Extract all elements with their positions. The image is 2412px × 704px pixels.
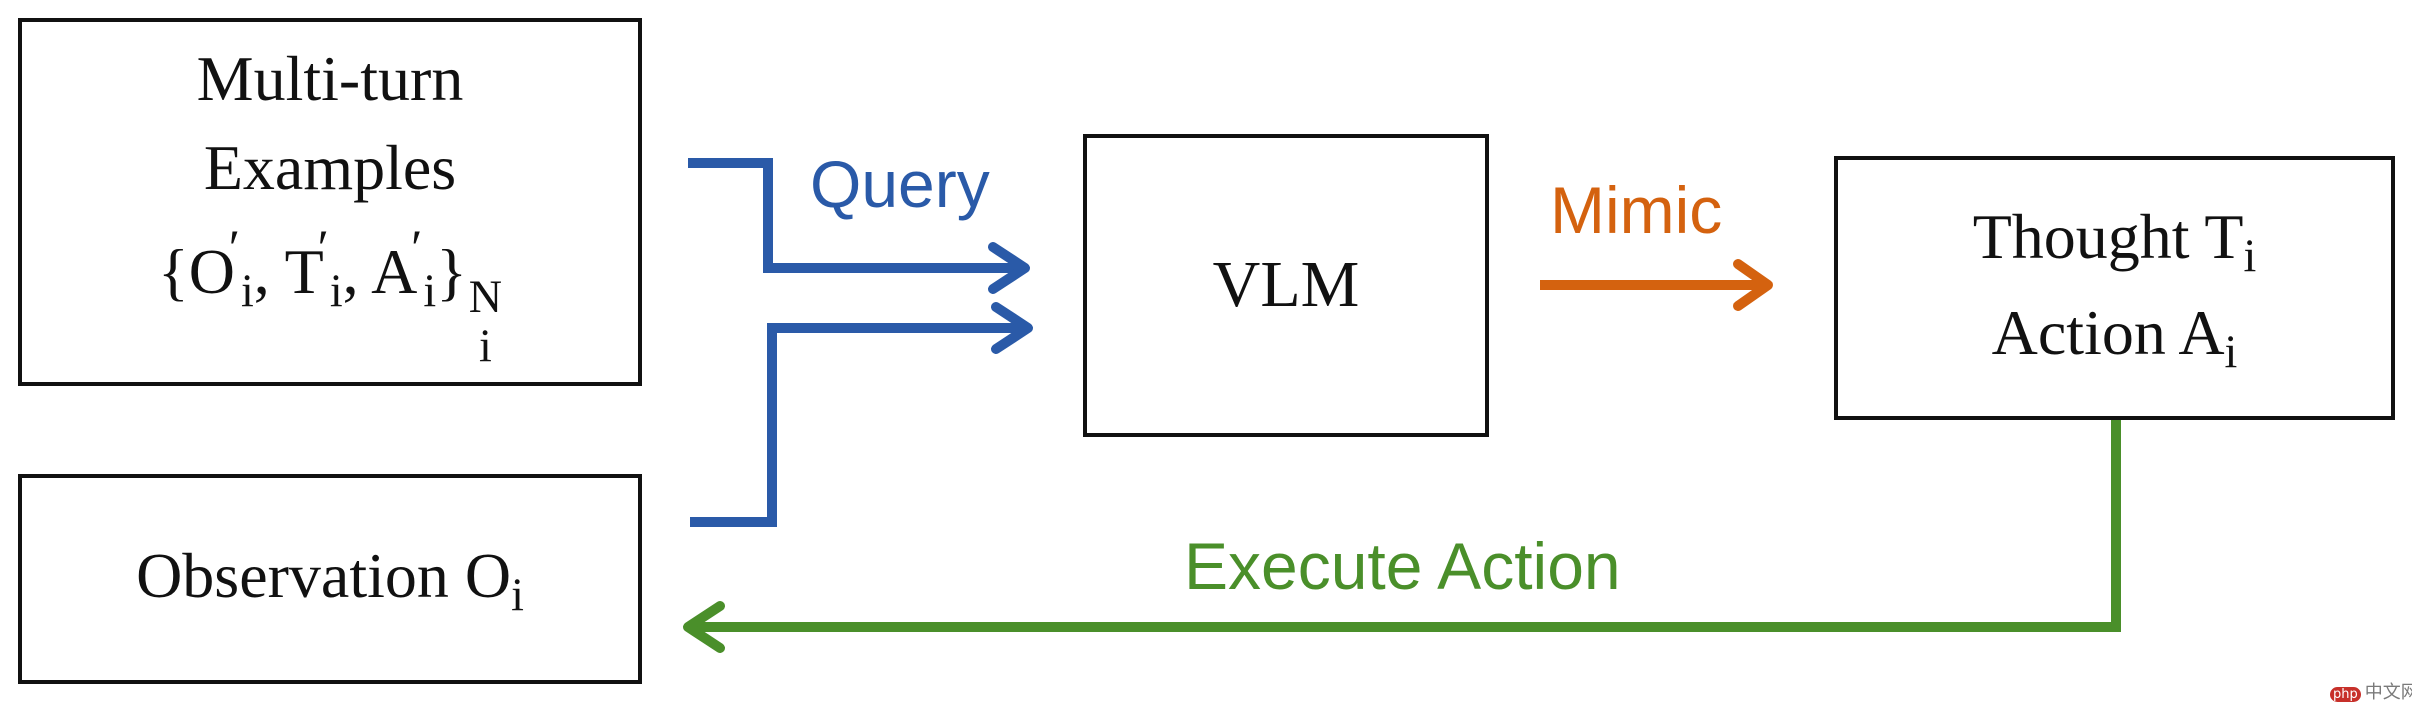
vlm-label: VLM xyxy=(1212,248,1360,322)
formula-o-prime: ′ xyxy=(228,219,240,277)
mimic-label: Mimic xyxy=(1550,173,1723,247)
formula-a: A xyxy=(371,236,418,308)
formula-t-sub: i xyxy=(329,265,343,317)
formula-t: T xyxy=(284,236,324,308)
formula-close-brace: } xyxy=(436,236,467,308)
execute-arrowhead xyxy=(683,601,725,653)
formula-sep-2: , xyxy=(342,236,372,308)
formula-a-sub: i xyxy=(423,265,437,317)
formula-open-brace: { xyxy=(157,236,189,308)
observation-text: Observation O xyxy=(136,539,512,611)
formula-a-prime: ′ xyxy=(411,219,423,277)
examples-line-2: Examples xyxy=(203,132,457,204)
watermark-text: 中文网 xyxy=(2364,682,2412,703)
formula-sep-1: , xyxy=(253,236,285,308)
query-connector-top xyxy=(688,158,1025,273)
action-text: Action A xyxy=(1991,297,2225,368)
watermark-logo: php xyxy=(2330,687,2361,702)
formula-t-prime: ′ xyxy=(317,219,329,277)
query-label: Query xyxy=(810,147,990,221)
thought-label: Thought Ti xyxy=(1973,192,2257,288)
vlm-box: VLM xyxy=(1083,134,1489,437)
formula-range-sub: i xyxy=(478,319,492,371)
thought-action-box: Thought Ti Action Ai xyxy=(1834,156,2395,420)
formula-range-sup: N xyxy=(468,271,503,323)
observation-sub: i xyxy=(511,568,524,620)
formula-o-sub: i xyxy=(240,265,254,317)
thought-sub: i xyxy=(2243,229,2257,281)
observation-box: Observation Oi xyxy=(18,474,642,684)
examples-line-1: Multi-turn xyxy=(196,42,464,114)
query-arrowhead-top xyxy=(988,242,1030,294)
query-arrowhead-bottom xyxy=(991,302,1033,354)
observation-label: Observation Oi xyxy=(136,531,524,627)
action-sub: i xyxy=(2224,325,2238,377)
action-label: Action Ai xyxy=(1992,288,2238,384)
execute-action-label: Execute Action xyxy=(1184,529,1621,603)
mimic-arrowhead xyxy=(1733,259,1773,311)
query-connector-bottom xyxy=(690,323,1028,527)
execute-connector xyxy=(688,420,2121,632)
thought-text: Thought T xyxy=(1972,200,2244,272)
formula-o: O xyxy=(188,236,235,308)
